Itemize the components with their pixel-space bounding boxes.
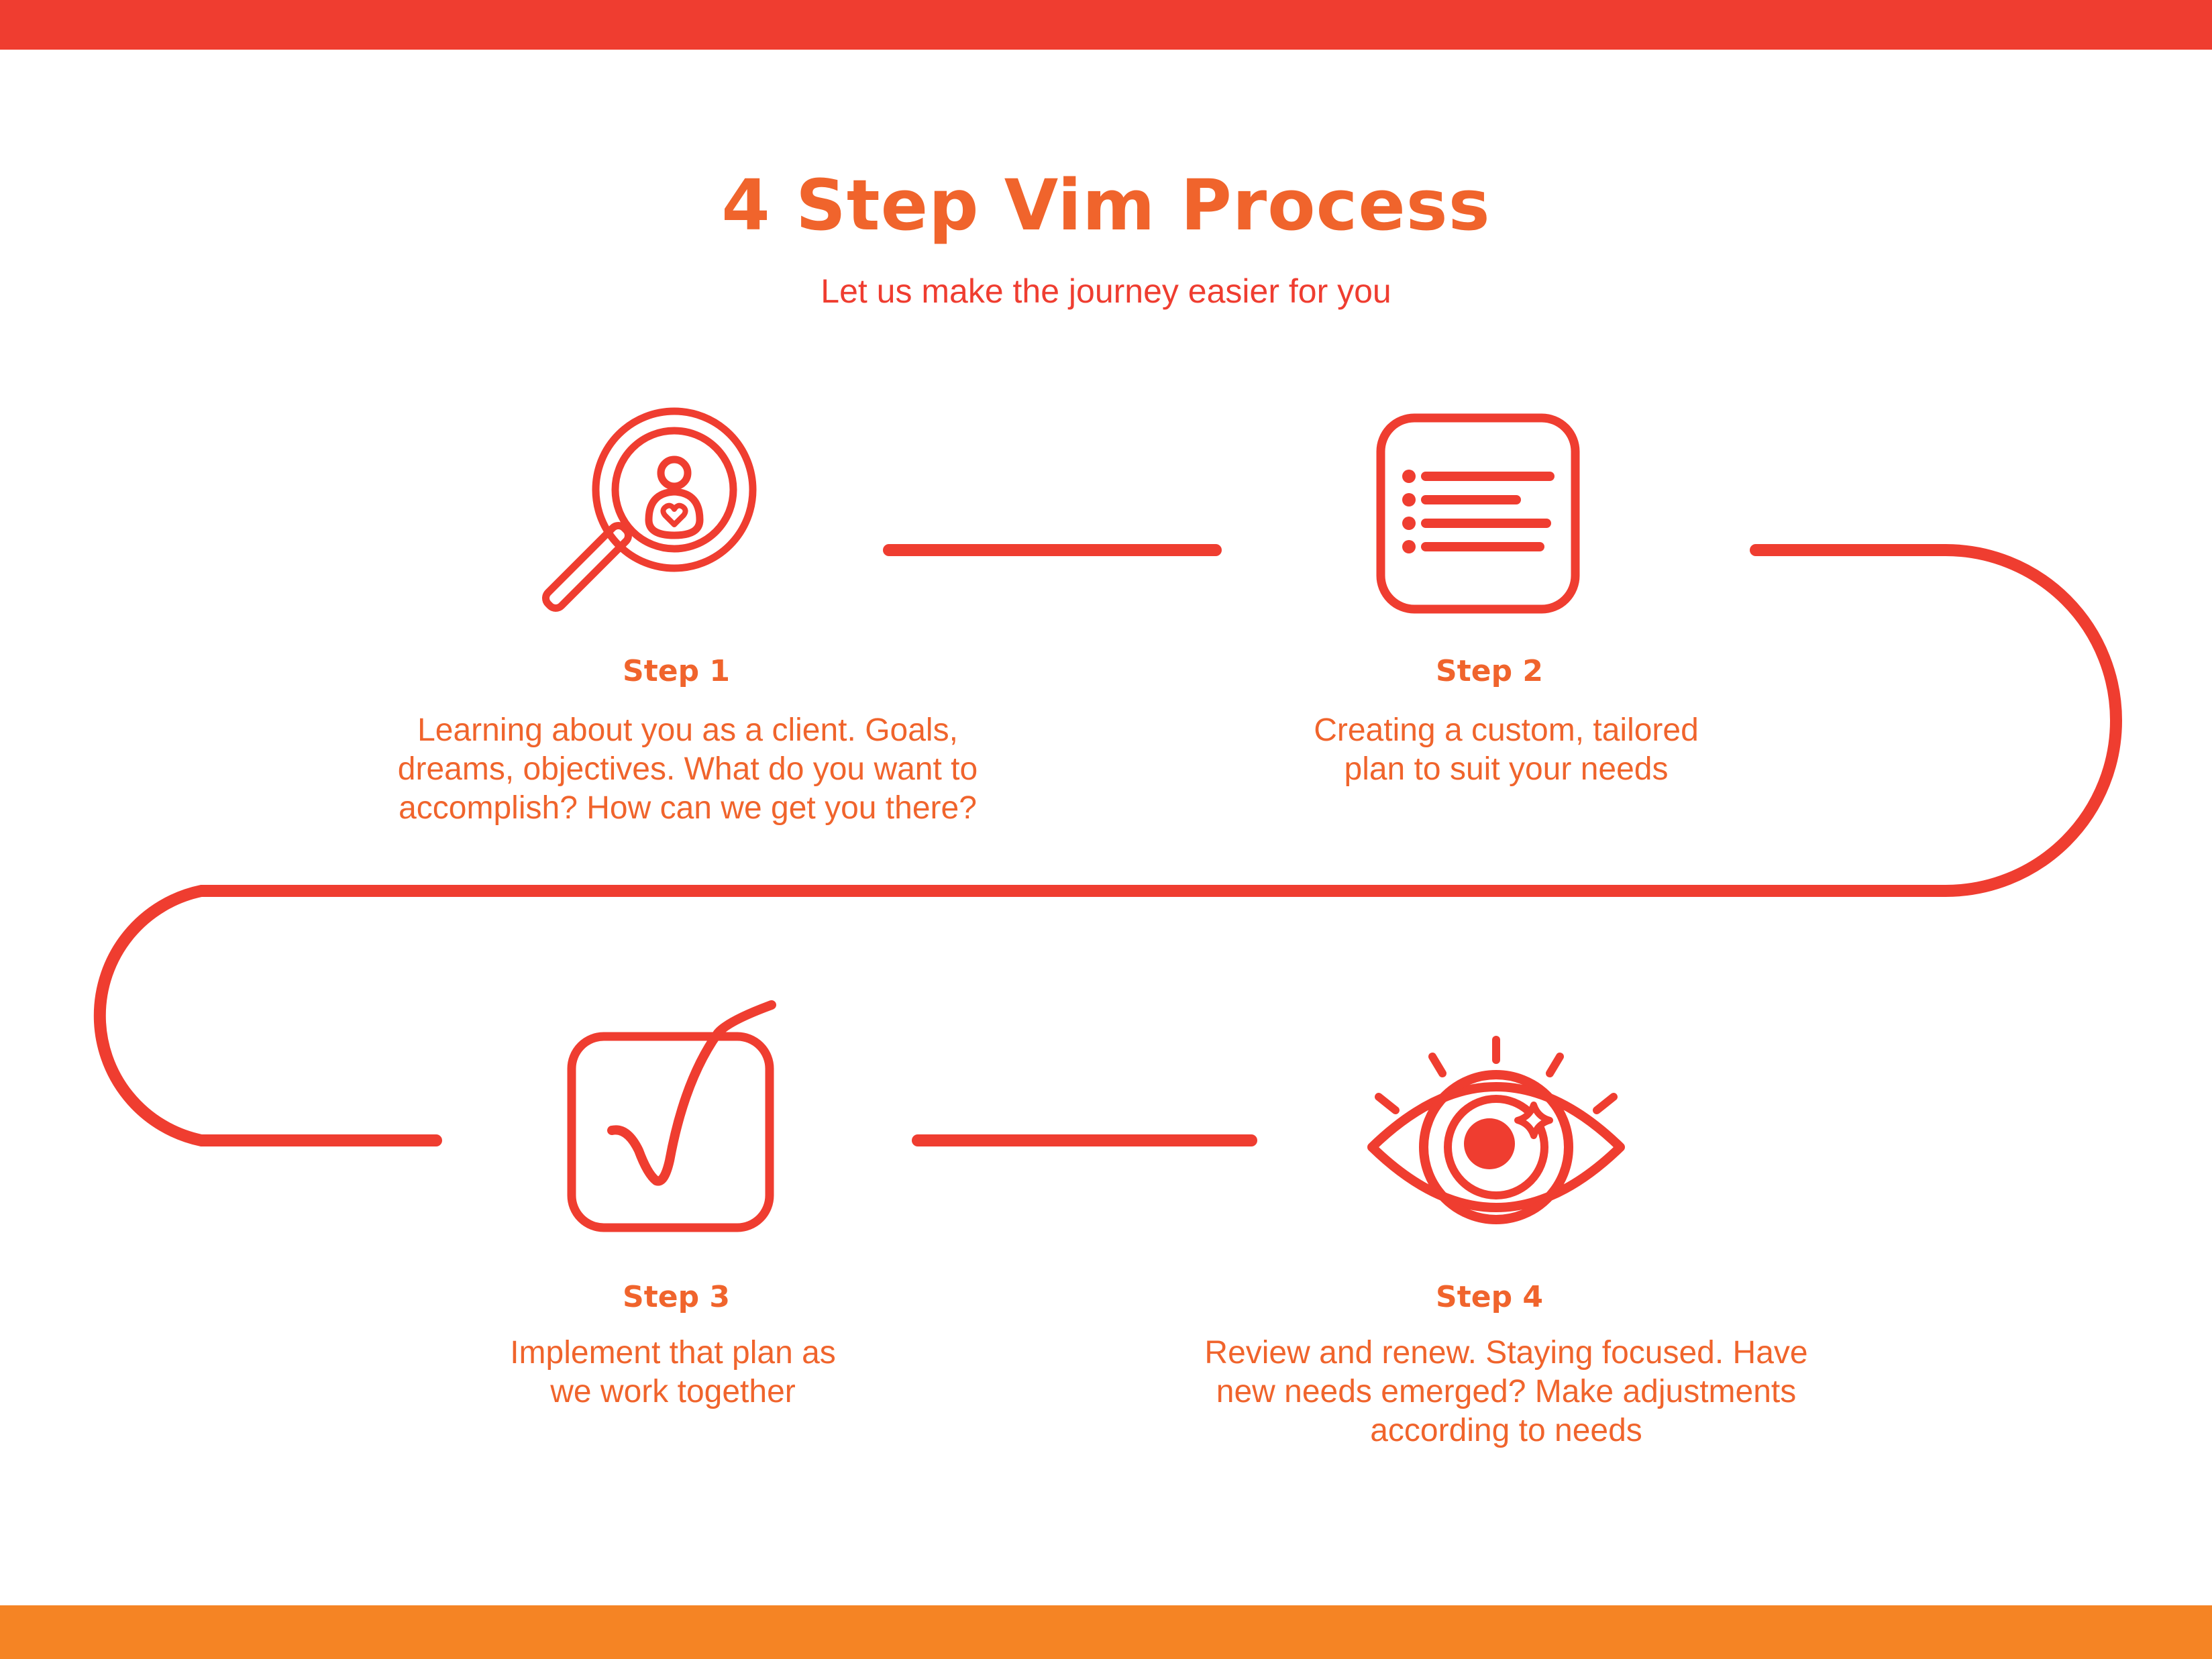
step-3-line: Implement that plan as — [510, 1335, 836, 1371]
step-3-label: Step 3 — [623, 1280, 730, 1314]
step-1-line: dreams, objectives. What do you want to — [397, 751, 978, 787]
connector-2-3 — [93, 544, 2122, 1146]
step-1-line: accomplish? How can we get you there? — [399, 790, 977, 826]
step-1-label: Step 1 — [623, 654, 730, 688]
page-subtitle: Let us make the journey easier for you — [821, 272, 1391, 310]
step-4-label: Step 4 — [1436, 1280, 1543, 1314]
checkbox-check-icon — [567, 1000, 776, 1232]
magnifier-person-heart-icon — [542, 407, 757, 612]
list-document-icon — [1376, 413, 1580, 614]
step-4-line: according to needs — [1370, 1413, 1642, 1448]
step-4-line: new needs emerged? Make adjustments — [1216, 1374, 1797, 1409]
step-2-description: Creating a custom, tailored plan to suit… — [1171, 711, 1842, 789]
step-4-description: Review and renew. Staying focused. Have … — [1120, 1334, 1892, 1450]
top-color-band — [0, 0, 2212, 50]
eye-icon — [1367, 1036, 1625, 1224]
step-4-line: Review and renew. Staying focused. Have — [1204, 1335, 1808, 1371]
step-3-description: Implement that plan as we work together — [337, 1334, 1008, 1411]
step-1-line: Learning about you as a client. Goals, — [417, 712, 958, 748]
step-2-line: Creating a custom, tailored — [1314, 712, 1699, 748]
page-title: 4 Step Vim Process — [721, 164, 1491, 246]
bottom-color-band — [0, 1605, 2212, 1659]
step-2-label: Step 2 — [1436, 654, 1543, 688]
step-3-line: we work together — [550, 1374, 796, 1409]
step-2-line: plan to suit your needs — [1344, 751, 1669, 787]
step-1-description: Learning about you as a client. Goals, d… — [302, 711, 1073, 828]
